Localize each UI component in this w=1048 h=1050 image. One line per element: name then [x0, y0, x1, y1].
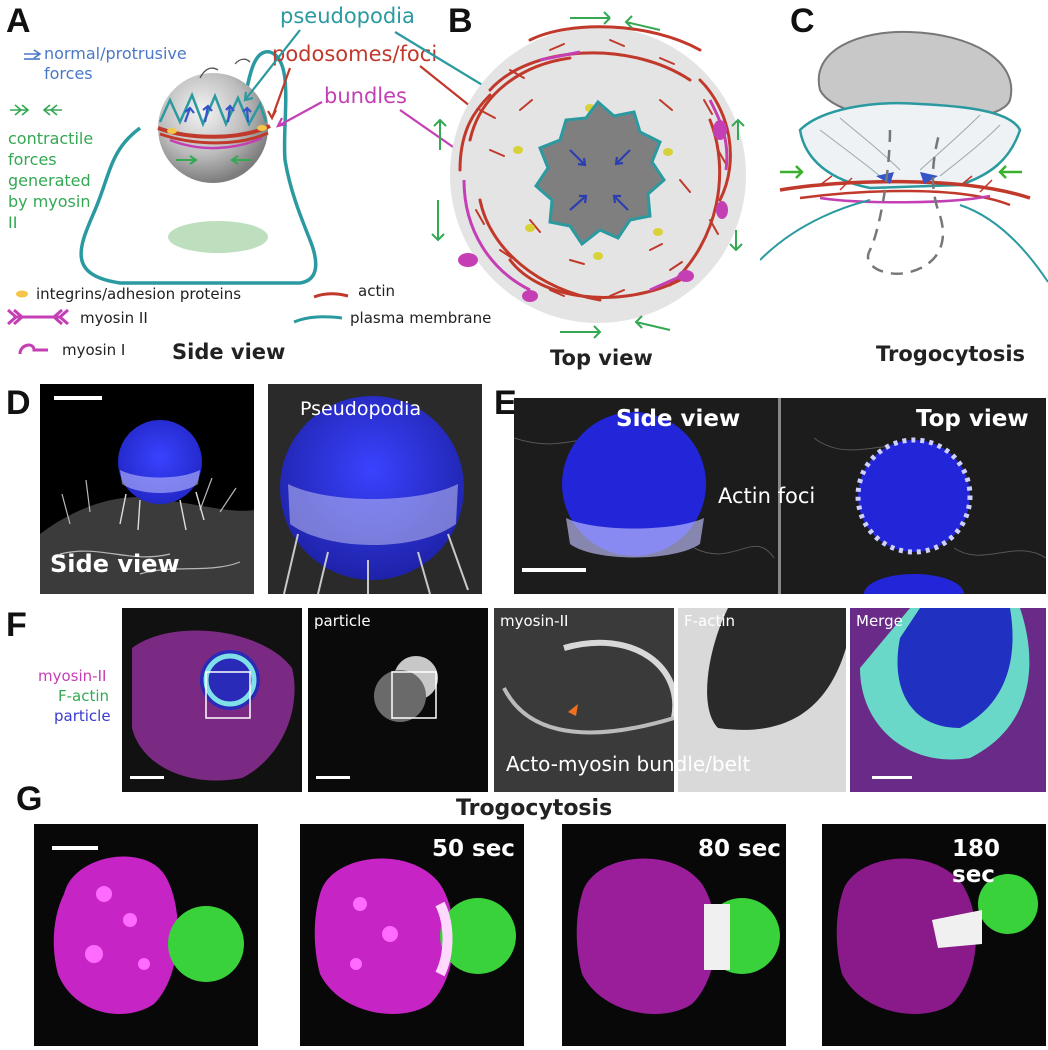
legend-myosin1: myosin I: [62, 341, 126, 359]
panel-letter-d: D: [6, 384, 31, 422]
time-label-180: 180 sec: [952, 836, 1001, 888]
particle-sphere: [158, 73, 268, 183]
contractile-forces-label: contractile forces generated by myosin I…: [8, 129, 94, 232]
legend-particle: particle: [54, 707, 111, 725]
normal-forces-label: normal/protrusive forces: [44, 44, 187, 83]
panel-g-title: Trogocytosis: [456, 796, 613, 821]
panel-g-frame-80: 80 sec: [562, 824, 786, 1046]
panel-g-frame-0: [34, 824, 258, 1046]
panel-letter-c: C: [790, 2, 815, 40]
panel-letter-a: A: [6, 2, 31, 40]
time-label-80: 80 sec: [698, 836, 781, 862]
cell-membrane-outline: [79, 50, 318, 285]
legend-integrins: integrins/adhesion proteins: [36, 285, 242, 303]
panel-f-merge-image: Merge: [850, 608, 1046, 792]
actin-foci-label: Actin foci: [718, 484, 816, 508]
panel-letter-g: G: [16, 780, 43, 818]
scale-bar: [54, 396, 102, 400]
panel-d-side-label: Side view: [50, 550, 180, 578]
panel-e-top-label: Top view: [916, 406, 1029, 432]
panel-b-schematic: [431, 11, 746, 339]
panel-g-frame-180: 180 sec: [822, 824, 1046, 1046]
panel-d-side-image: Side view: [40, 384, 254, 594]
callout-podosomes: podosomes/foci: [272, 42, 438, 66]
legend-myosin2: myosin II: [80, 309, 148, 327]
panel-letter-b: B: [448, 2, 473, 40]
contractile-arrow-icon: [10, 104, 62, 116]
acto-myosin-belt-label: Acto-myosin bundle/belt: [506, 752, 751, 776]
scale-bar: [316, 776, 350, 779]
panel-f-particle-image: particle: [308, 608, 488, 792]
tile-factin-label: F-actin: [684, 612, 736, 630]
callout-bundles: bundles: [324, 84, 407, 108]
actin-legend-icon: [313, 292, 349, 299]
scale-bar: [522, 568, 586, 572]
callout-pseudopodia: pseudopodia: [280, 4, 415, 28]
myosin1-legend-icon: [18, 343, 48, 355]
protrusive-arrow-icon: [24, 49, 42, 60]
panel-a-caption: Side view: [172, 340, 286, 364]
legend-myosin-ii: myosin-II: [38, 667, 107, 685]
panel-a-schematic: [10, 49, 318, 298]
pseudopodia-zigzag: [158, 91, 268, 128]
myosin2-legend-icon: [7, 308, 69, 326]
panel-letter-f: F: [6, 606, 27, 644]
panel-c-schematic: [760, 30, 1048, 283]
tile-merge-label: Merge: [856, 612, 903, 630]
panel-e-side-label: Side view: [616, 406, 741, 432]
panel-letter-e: E: [494, 384, 517, 422]
scale-bar: [52, 846, 98, 850]
legend-membrane: plasma membrane: [350, 309, 492, 327]
panel-f-overview-image: [122, 608, 302, 792]
panel-b-caption: Top view: [550, 346, 653, 370]
particle-contact-star: [534, 99, 666, 247]
legend-f-actin: F-actin: [58, 687, 110, 705]
pseudopodia-label: Pseudopodia: [300, 398, 422, 420]
time-label-50: 50 sec: [432, 836, 515, 862]
legend-actin: actin: [358, 282, 395, 300]
panel-c-caption: Trogocytosis: [876, 342, 1026, 366]
panel-d-pseudopodia-image: Pseudopodia: [268, 384, 482, 594]
panel-e-image: Side view Top view Actin foci: [514, 398, 1046, 594]
membrane-legend-icon: [293, 315, 343, 324]
panel-g-frame-50: 50 sec: [300, 824, 524, 1046]
tile-myosin-label: myosin-II: [500, 612, 569, 630]
panel-f-factin-image: F-actin: [678, 608, 846, 792]
scale-bar: [130, 776, 164, 779]
integrin-legend-icon: [16, 290, 28, 298]
panel-f-myosin-image: myosin-II: [494, 608, 674, 792]
tile-particle-label: particle: [314, 612, 371, 630]
scale-bar: [872, 776, 912, 779]
nucleus-shape: [168, 221, 268, 253]
